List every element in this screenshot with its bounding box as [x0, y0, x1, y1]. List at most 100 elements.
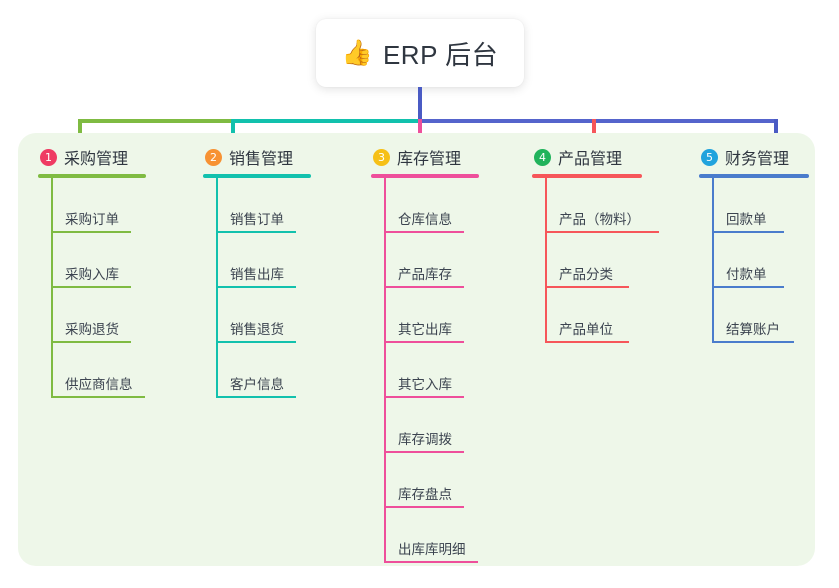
list-item-rule — [545, 341, 629, 343]
column-header-rule-2 — [203, 174, 311, 178]
connector-trunk — [418, 87, 422, 123]
list-item[interactable]: 回款单 — [699, 178, 809, 233]
list-item[interactable]: 采购入库 — [38, 233, 146, 288]
list-item[interactable]: 库存盘点 — [371, 453, 479, 508]
list-item-rule — [51, 396, 145, 398]
list-item-label: 供应商信息 — [65, 377, 133, 392]
list-item[interactable]: 销售出库 — [203, 233, 311, 288]
list-item-label: 产品分类 — [559, 267, 613, 282]
list-item[interactable]: 销售订单 — [203, 178, 311, 233]
page-title: ERP 后台 — [382, 39, 499, 70]
column-3: 3 库存管理仓库信息产品库存其它出库其它入库库存调拨库存盘点出库库明细 — [371, 146, 479, 563]
list-item[interactable]: 其它出库 — [371, 288, 479, 343]
column-items-3: 仓库信息产品库存其它出库其它入库库存调拨库存盘点出库库明细 — [371, 178, 479, 563]
list-item[interactable]: 付款单 — [699, 233, 809, 288]
connector-bar-segment-2 — [233, 119, 420, 123]
column-2: 2 销售管理销售订单销售出库销售退货客户信息 — [203, 146, 311, 398]
list-item-rule — [216, 341, 296, 343]
root-node-card[interactable]: 👍 ERP 后台 — [316, 19, 524, 87]
column-badge-1: 1 — [40, 148, 57, 166]
column-header-5[interactable]: 5 财务管理 — [699, 146, 809, 168]
list-item-label: 产品（物料） — [559, 212, 640, 227]
column-header-3[interactable]: 3 库存管理 — [371, 146, 479, 168]
list-item-label: 销售订单 — [230, 212, 284, 227]
list-item-label: 其它出库 — [398, 322, 452, 337]
list-item-label: 库存调拨 — [398, 432, 452, 447]
column-header-rule-4 — [532, 174, 642, 178]
list-item[interactable]: 产品单位 — [532, 288, 642, 343]
column-header-2[interactable]: 2 销售管理 — [203, 146, 311, 168]
list-item-rule — [216, 396, 296, 398]
list-item-label: 其它入库 — [398, 377, 452, 392]
column-items-5: 回款单付款单结算账户 — [699, 178, 809, 343]
list-item-rule — [384, 231, 464, 233]
column-badge-4: 4 — [534, 148, 551, 166]
connector-bar-segment-1 — [80, 119, 233, 123]
column-badge-5: 5 — [701, 148, 718, 166]
list-item-label: 仓库信息 — [398, 212, 452, 227]
column-title-2: 销售管理 — [229, 151, 294, 168]
list-item-rule — [545, 286, 629, 288]
list-item[interactable]: 销售退货 — [203, 288, 311, 343]
column-badge-3: 3 — [373, 148, 390, 166]
list-item-rule — [384, 561, 478, 563]
column-title-5: 财务管理 — [725, 151, 790, 168]
list-item-rule — [712, 286, 784, 288]
column-title-3: 库存管理 — [397, 151, 462, 168]
list-item-rule — [384, 396, 464, 398]
list-item[interactable]: 其它入库 — [371, 343, 479, 398]
list-item-label: 销售出库 — [230, 267, 284, 282]
list-item[interactable]: 出库库明细 — [371, 508, 479, 563]
list-item[interactable]: 产品分类 — [532, 233, 642, 288]
connector-drop-4 — [592, 119, 596, 145]
list-item-rule — [51, 231, 131, 233]
list-item-rule — [384, 341, 464, 343]
list-item[interactable]: 库存调拨 — [371, 398, 479, 453]
list-item-rule — [384, 286, 464, 288]
list-item-rule — [51, 286, 131, 288]
column-spine-3 — [384, 178, 386, 563]
column-items-1: 采购订单采购入库采购退货供应商信息 — [38, 178, 146, 398]
list-item-label: 客户信息 — [230, 377, 284, 392]
list-item-rule — [384, 506, 464, 508]
column-header-rule-1 — [38, 174, 146, 178]
list-item-label: 产品库存 — [398, 267, 452, 282]
column-badge-2: 2 — [205, 148, 222, 166]
list-item[interactable]: 采购退货 — [38, 288, 146, 343]
list-item[interactable]: 产品库存 — [371, 233, 479, 288]
column-header-rule-3 — [371, 174, 479, 178]
connector-drop-3 — [418, 119, 422, 145]
list-item-rule — [216, 231, 296, 233]
list-item-rule — [51, 341, 131, 343]
list-item-rule — [712, 231, 784, 233]
list-item-label: 产品单位 — [559, 322, 613, 337]
column-5: 5 财务管理回款单付款单结算账户 — [699, 146, 809, 343]
list-item-label: 采购订单 — [65, 212, 119, 227]
list-item-label: 采购入库 — [65, 267, 119, 282]
list-item[interactable]: 供应商信息 — [38, 343, 146, 398]
connector-drop-5 — [774, 119, 778, 145]
list-item[interactable]: 采购订单 — [38, 178, 146, 233]
list-item-rule — [712, 341, 794, 343]
connector-drop-2 — [231, 119, 235, 145]
list-item[interactable]: 产品（物料） — [532, 178, 659, 233]
column-spine-5 — [712, 178, 714, 343]
list-item[interactable]: 客户信息 — [203, 343, 311, 398]
list-item[interactable]: 仓库信息 — [371, 178, 479, 233]
thumbs-up-icon: 👍 — [341, 38, 373, 67]
connector-drop-1 — [78, 119, 82, 145]
list-item-label: 出库库明细 — [398, 542, 466, 557]
column-spine-2 — [216, 178, 218, 398]
list-item-label: 结算账户 — [726, 322, 780, 337]
diagram-panel — [18, 133, 815, 566]
list-item-rule — [545, 231, 659, 233]
column-header-rule-5 — [699, 174, 809, 178]
connector-bar-segment-3 — [420, 119, 776, 123]
list-item-label: 销售退货 — [230, 322, 284, 337]
column-spine-1 — [51, 178, 53, 398]
list-item[interactable]: 结算账户 — [699, 288, 809, 343]
